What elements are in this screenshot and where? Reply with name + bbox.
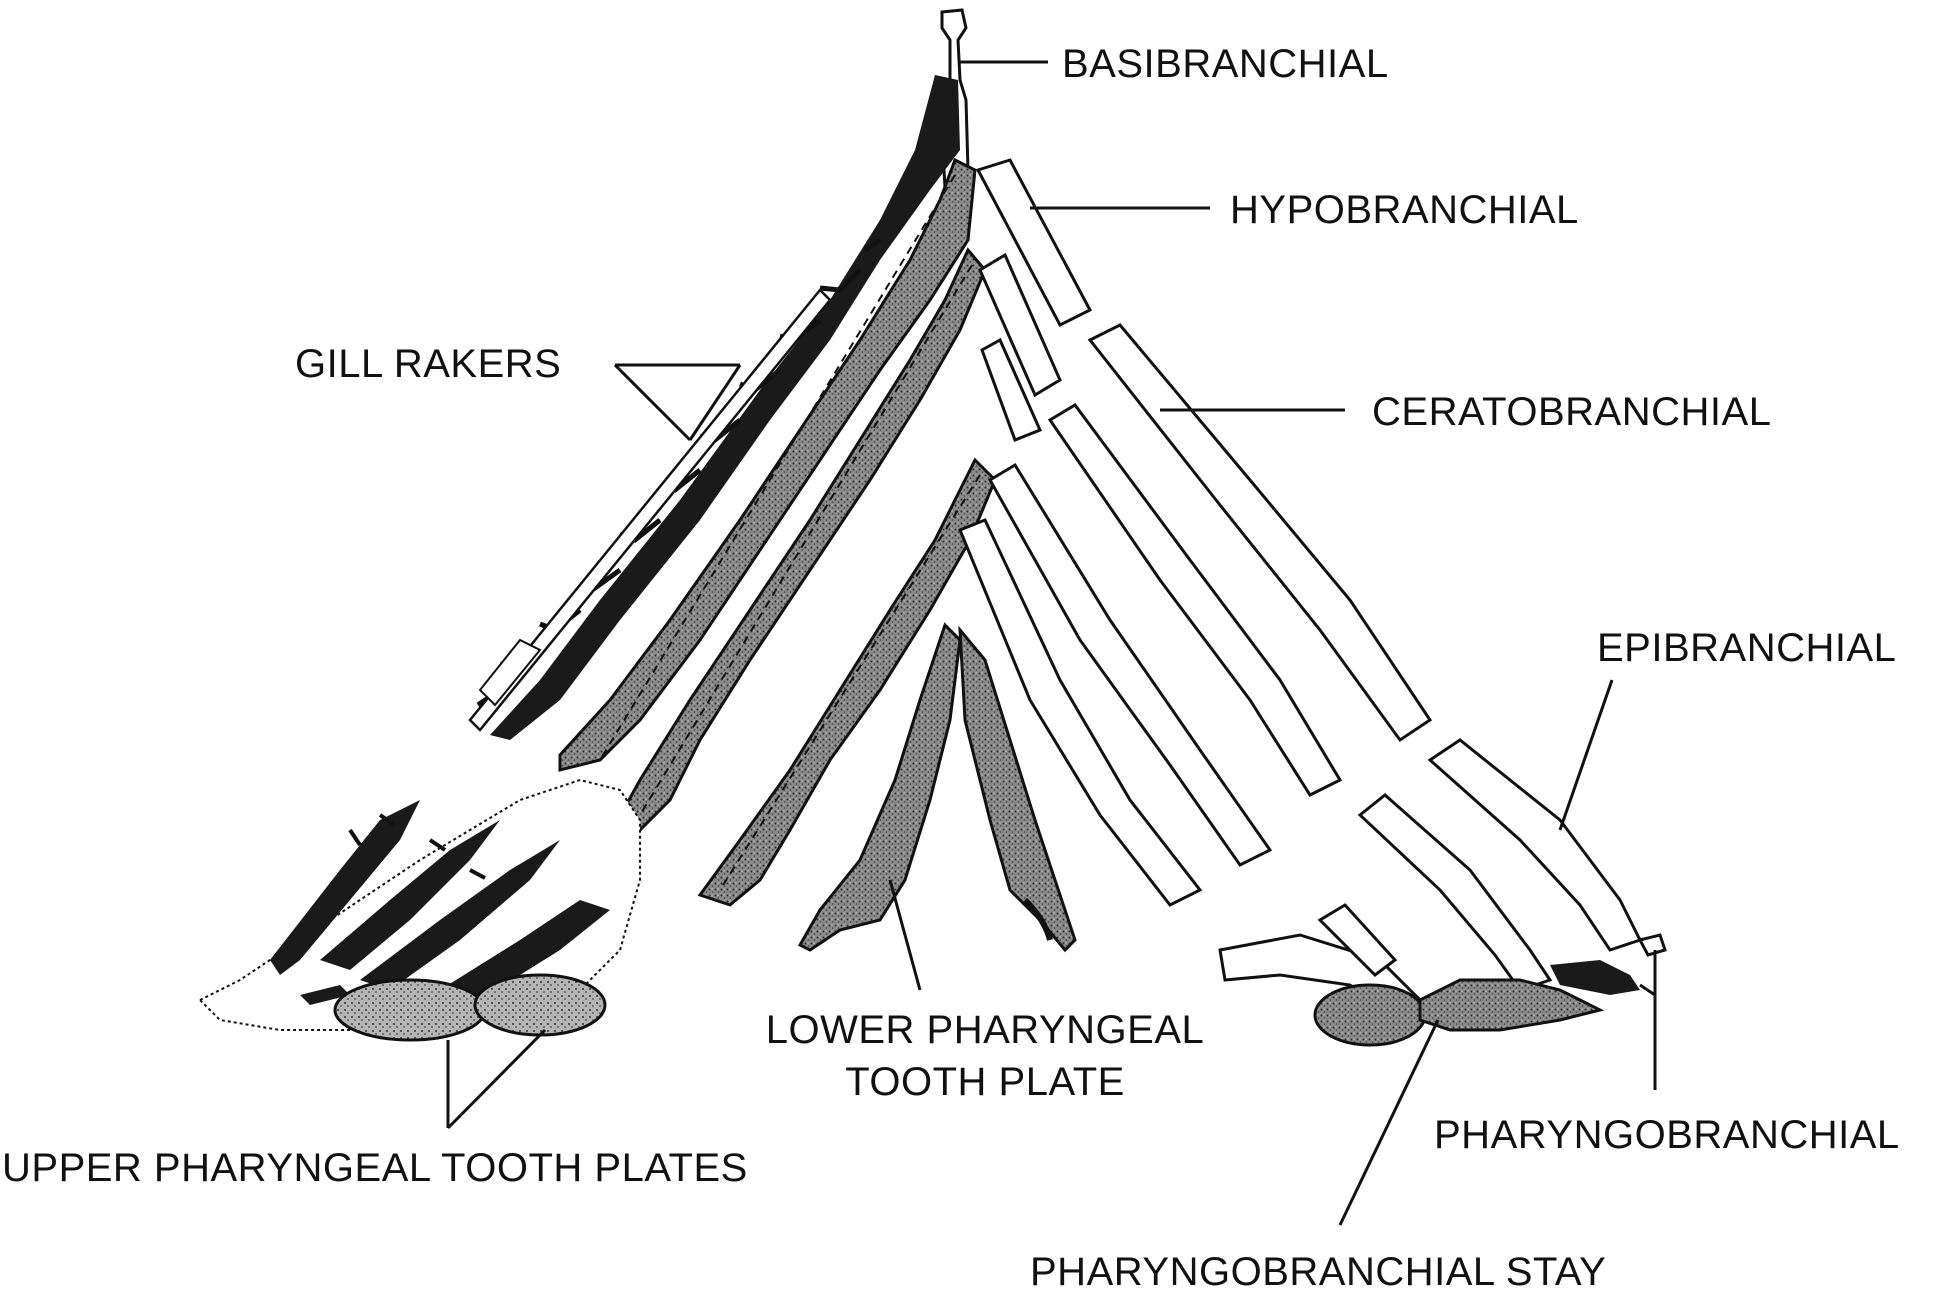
leader-gill-rakers bbox=[613, 363, 742, 442]
label-pharyngobranchial-stay: PHARYNGOBRANCHIAL STAY bbox=[1030, 1250, 1607, 1294]
right-lower-cluster bbox=[1313, 960, 1656, 1047]
fourth-arch-stippled bbox=[697, 457, 997, 907]
label-hypobranchial: HYPOBRANCHIAL bbox=[1230, 188, 1579, 232]
label-lower-pharyngeal-line2: TOOTH PLATE bbox=[845, 1060, 1125, 1104]
label-upper-pharyngeal-tooth-plates: UPPER PHARYNGEAL TOOTH PLATES bbox=[2, 1146, 748, 1190]
left-lower-cluster bbox=[198, 778, 641, 1042]
leader-lines bbox=[446, 60, 1657, 1226]
label-ceratobranchial: CERATOBRANCHIAL bbox=[1372, 390, 1772, 434]
leader-pharyngobranchial-stay bbox=[1338, 1019, 1440, 1226]
label-gill-rakers: GILL RAKERS bbox=[295, 342, 562, 386]
leader-lower-pharyngeal bbox=[888, 879, 922, 991]
lower-pharyngeal-plates bbox=[797, 622, 1077, 953]
label-epibranchial: EPIBRANCHIAL bbox=[1597, 626, 1897, 670]
label-pharyngobranchial: PHARYNGOBRANCHIAL bbox=[1434, 1113, 1900, 1157]
left-arch-dark bbox=[468, 75, 960, 740]
right-arches-outline bbox=[958, 158, 1667, 1017]
second-arch-stippled bbox=[558, 157, 977, 772]
leader-epibranchial bbox=[1558, 679, 1614, 831]
label-basibranchial: BASIBRANCHIAL bbox=[1062, 42, 1389, 86]
leader-upper-pharyngeal bbox=[446, 1028, 547, 1130]
label-lower-pharyngeal-line1: LOWER PHARYNGEAL bbox=[765, 1008, 1205, 1052]
